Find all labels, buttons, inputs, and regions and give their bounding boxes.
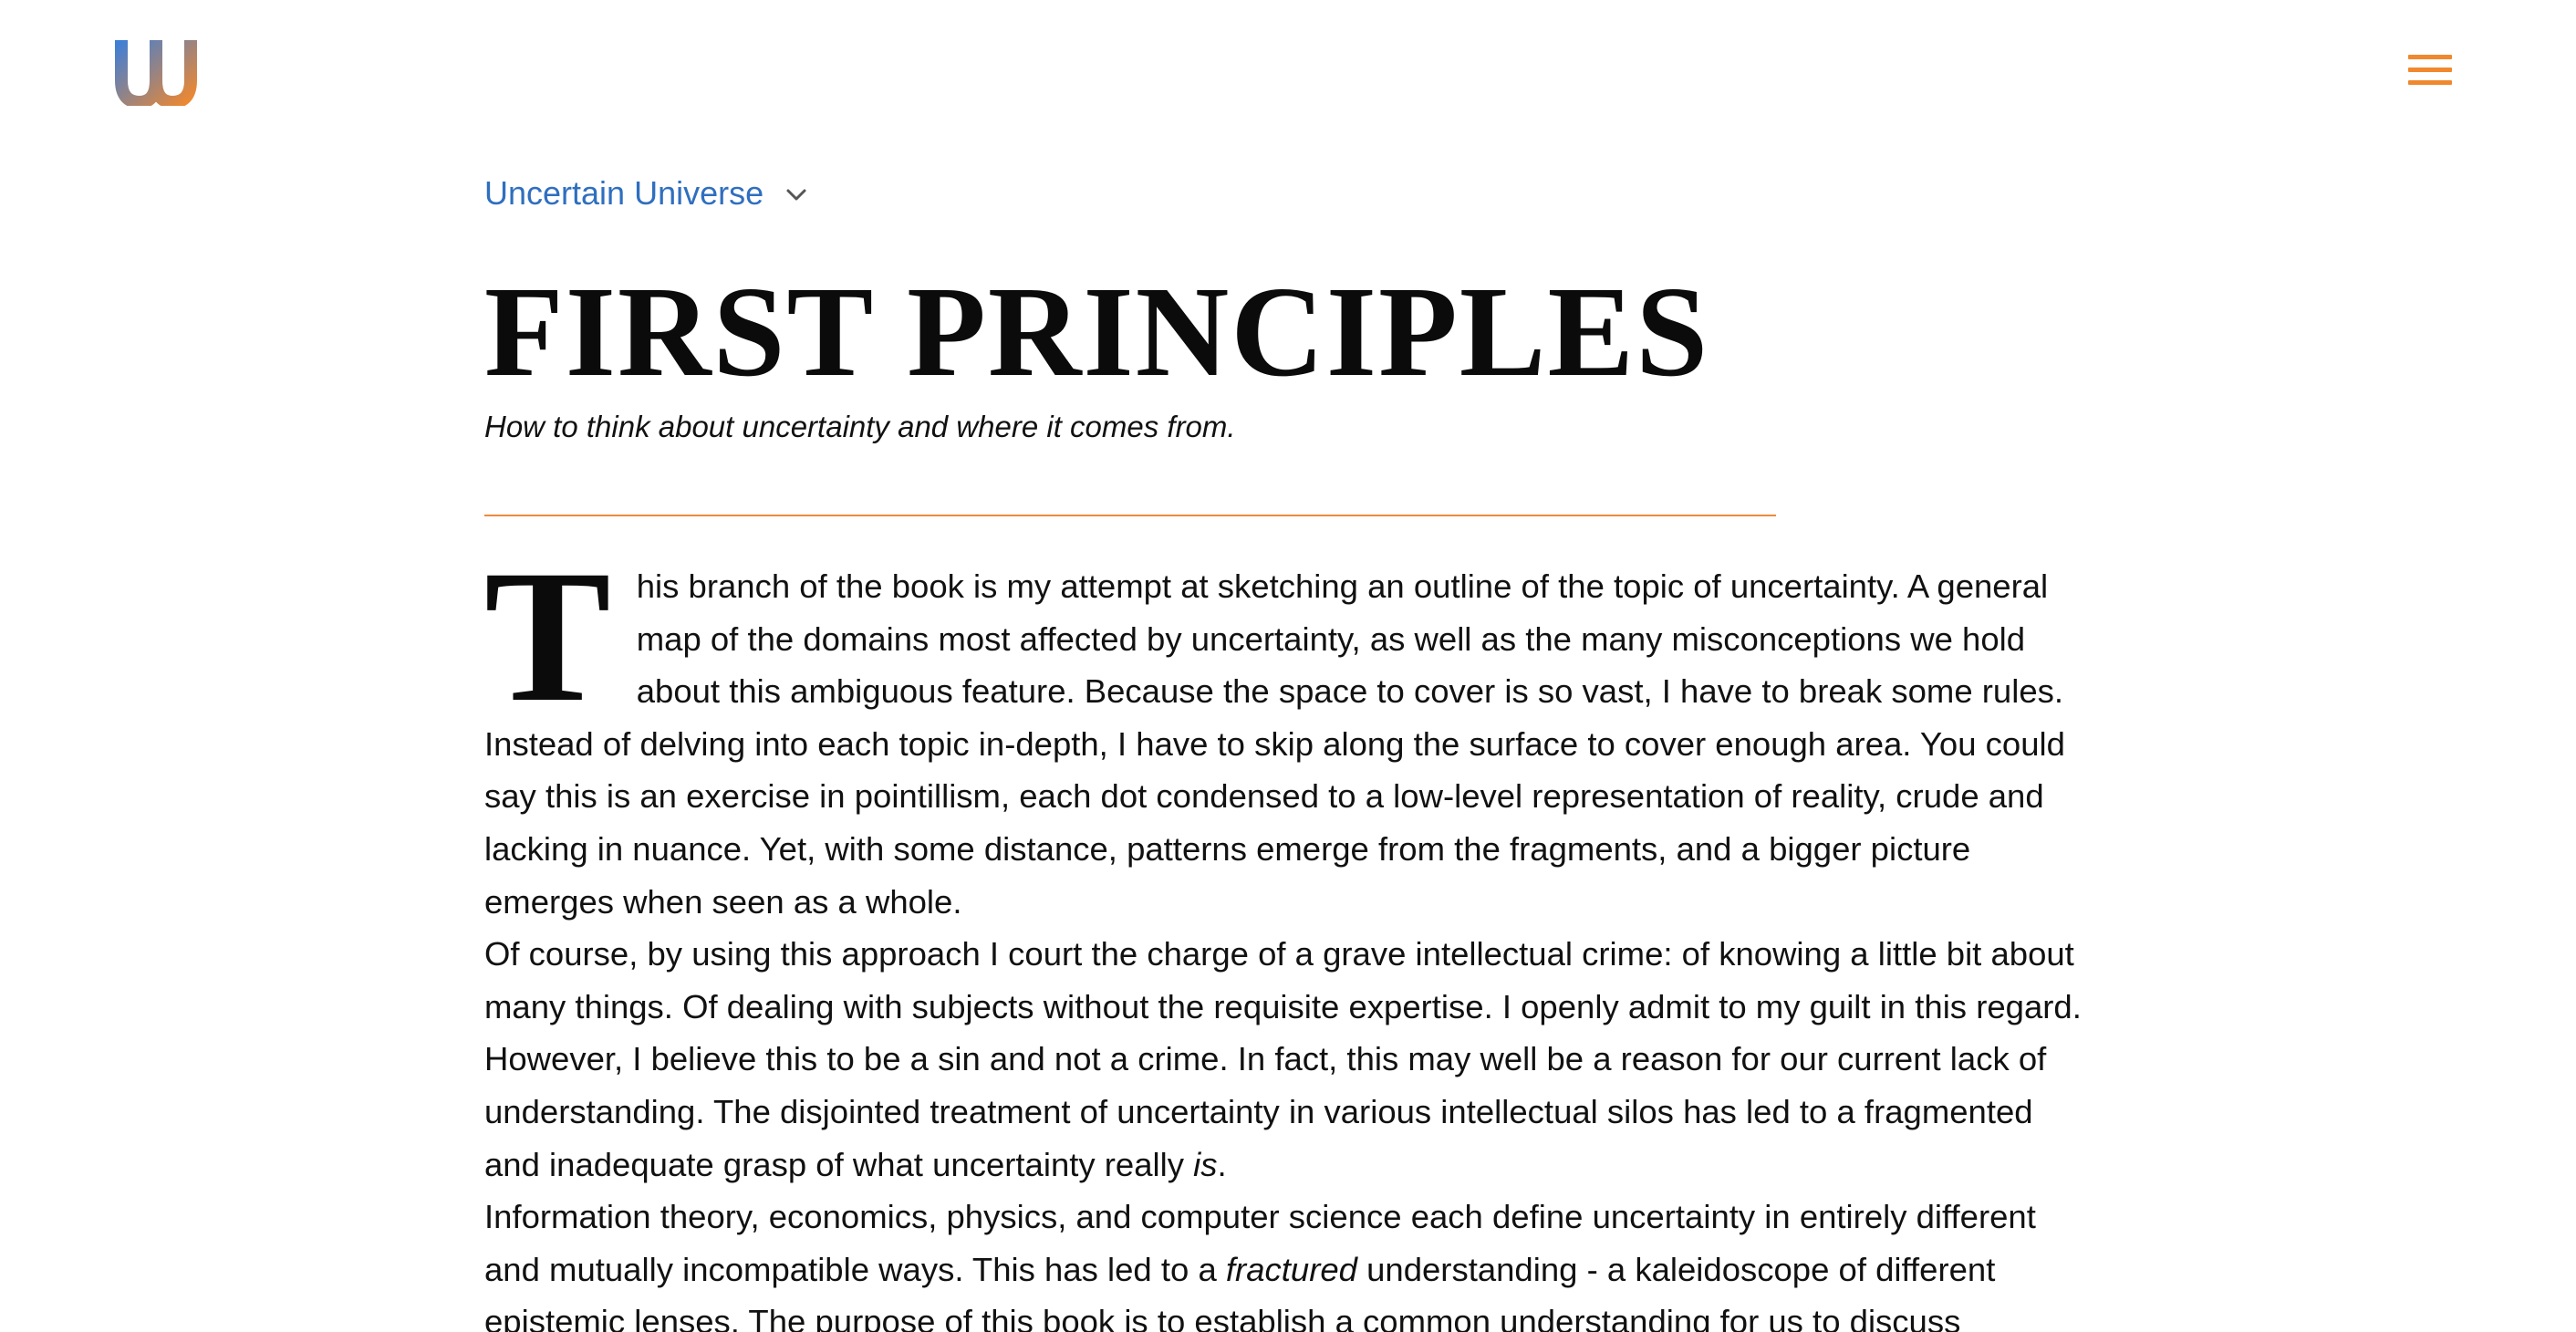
w-logo-icon[interactable] bbox=[115, 38, 197, 106]
paragraph-3: Information theory, economics, physics, … bbox=[484, 1191, 2090, 1332]
paragraph-2-end: . bbox=[1217, 1145, 1227, 1183]
breadcrumb-label[interactable]: Uncertain Universe bbox=[484, 174, 764, 212]
paragraph-3-text: Information theory, economics, physics, … bbox=[484, 1198, 2036, 1288]
paragraph-3-end: understanding - a kaleidoscope of differ… bbox=[484, 1250, 1996, 1332]
breadcrumb-dropdown[interactable]: Uncertain Universe bbox=[484, 168, 809, 219]
paragraph-2: Of course, by using this approach I cour… bbox=[484, 928, 2090, 1191]
paragraph-3-emphasis: fractured bbox=[1225, 1250, 1357, 1288]
page-title: FIRST PRINCIPLES bbox=[484, 259, 1710, 403]
drop-cap: T bbox=[484, 531, 611, 741]
hamburger-menu-icon[interactable] bbox=[2406, 51, 2454, 89]
paragraph-2-emphasis: is bbox=[1193, 1145, 1218, 1183]
page-subtitle: How to think about uncertainty and where… bbox=[484, 410, 1236, 443]
chevron-down-icon[interactable] bbox=[784, 182, 809, 208]
menu-bar-bottom bbox=[2408, 80, 2452, 85]
menu-bar-top bbox=[2408, 55, 2452, 59]
paragraph-1-text: his branch of the book is my attempt at … bbox=[484, 567, 2065, 921]
menu-bar-middle bbox=[2408, 68, 2452, 72]
paragraph-2-text: Of course, by using this approach I cour… bbox=[484, 935, 2082, 1183]
section-divider bbox=[484, 515, 1776, 516]
